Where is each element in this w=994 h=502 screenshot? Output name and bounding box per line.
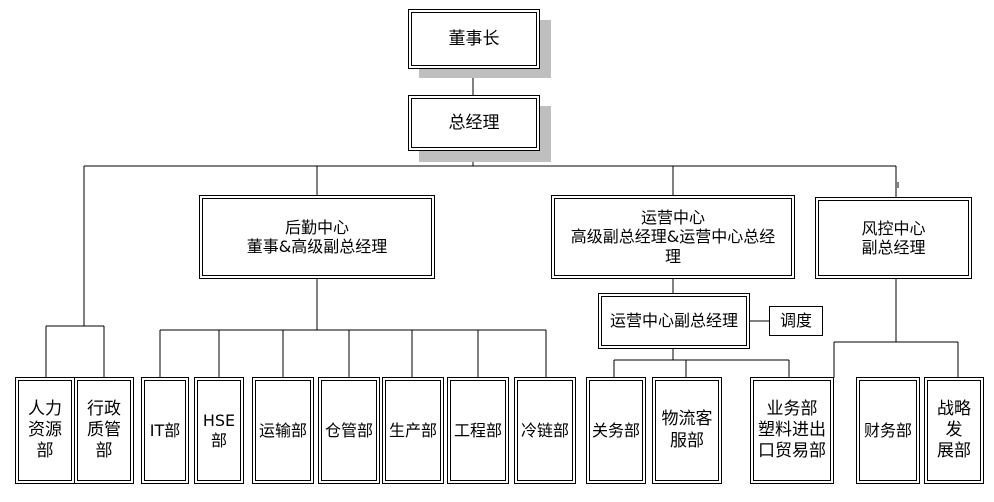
dept-engineering-label: 工程部 [453, 420, 502, 440]
logistics-center-subtitle: 董事&高级副总经理 [246, 237, 388, 256]
dept-hse-label: HSE部 [202, 411, 236, 450]
chairman-label: 董事长 [448, 28, 500, 49]
dept-admin-line1: 行政 [87, 398, 121, 419]
dept-strategy-line2: 展部 [937, 441, 971, 462]
general-manager-label: 总经理 [448, 112, 500, 133]
dept-warehouse-box: 仓管部 [318, 377, 380, 484]
dept-it-box: IT部 [141, 377, 189, 484]
dept-strategy-line1: 战略发 [937, 398, 971, 440]
dept-admin-box: 行政 质管 部 [74, 377, 134, 484]
dept-business-line1: 业务部 [766, 398, 818, 419]
dispatch-box: 调度 [769, 306, 823, 336]
operations-center-title: 运营中心 [640, 208, 705, 228]
dept-transport-label: 运输部 [258, 420, 307, 440]
chairman-box: 董事长 [408, 9, 540, 69]
dept-hr-line1: 人力 [28, 398, 62, 419]
dept-strategy-box: 战略发 展部 [924, 377, 984, 484]
dept-hr-box: 人力 资源 部 [15, 377, 75, 484]
logistics-center-title: 后勤中心 [284, 217, 349, 237]
dept-logistics-cs-box: 物流客 服部 [652, 377, 722, 484]
dept-hr-line3: 部 [36, 441, 54, 462]
operations-center-box: 运营中心 高级副总经理&运营中心总经 理 [551, 195, 795, 279]
dept-business-line2: 塑料进出 [758, 419, 826, 440]
dispatch-label: 调度 [779, 311, 812, 331]
dept-production-box: 生产部 [382, 377, 444, 484]
dept-hse-box: HSE部 [194, 377, 244, 484]
general-manager-box: 总经理 [408, 95, 540, 151]
dept-engineering-box: 工程部 [447, 377, 509, 484]
dept-customs-label: 关务部 [592, 420, 641, 440]
dept-coldchain-label: 冷链部 [520, 420, 569, 440]
dept-hr-line2: 资源 [28, 419, 62, 440]
dept-coldchain-box: 冷链部 [514, 377, 576, 484]
dept-warehouse-label: 仓管部 [324, 420, 373, 440]
ops-deputy-box: 运营中心副总经理 [598, 293, 750, 349]
dept-finance-label: 财务部 [863, 420, 912, 440]
dept-finance-box: 财务部 [856, 377, 920, 484]
dept-business-line3: 口贸易部 [758, 441, 826, 462]
operations-center-subtitle: 高级副总经理&运营中心总经 [570, 227, 776, 247]
dept-production-label: 生产部 [388, 420, 437, 440]
risk-center-subtitle: 副总经理 [861, 238, 926, 257]
dept-logistics-cs-line1: 物流客 [661, 409, 713, 430]
risk-center-box: 风控中心 副总经理 [815, 197, 972, 279]
logistics-center-box: 后勤中心 董事&高级副总经理 [199, 195, 435, 279]
risk-center-title: 风控中心 [861, 218, 926, 238]
dept-transport-box: 运输部 [252, 377, 314, 484]
dept-logistics-cs-line2: 服部 [670, 430, 704, 451]
dept-customs-box: 关务部 [586, 377, 646, 484]
dept-business-box: 业务部 塑料进出 口贸易部 [750, 377, 834, 484]
dept-it-label: IT部 [149, 420, 181, 440]
ops-deputy-label: 运营中心副总经理 [609, 311, 738, 331]
dept-admin-line2: 质管 [87, 419, 121, 440]
operations-center-subtitle-cont: 理 [664, 246, 681, 266]
dept-admin-line3: 部 [95, 441, 113, 462]
